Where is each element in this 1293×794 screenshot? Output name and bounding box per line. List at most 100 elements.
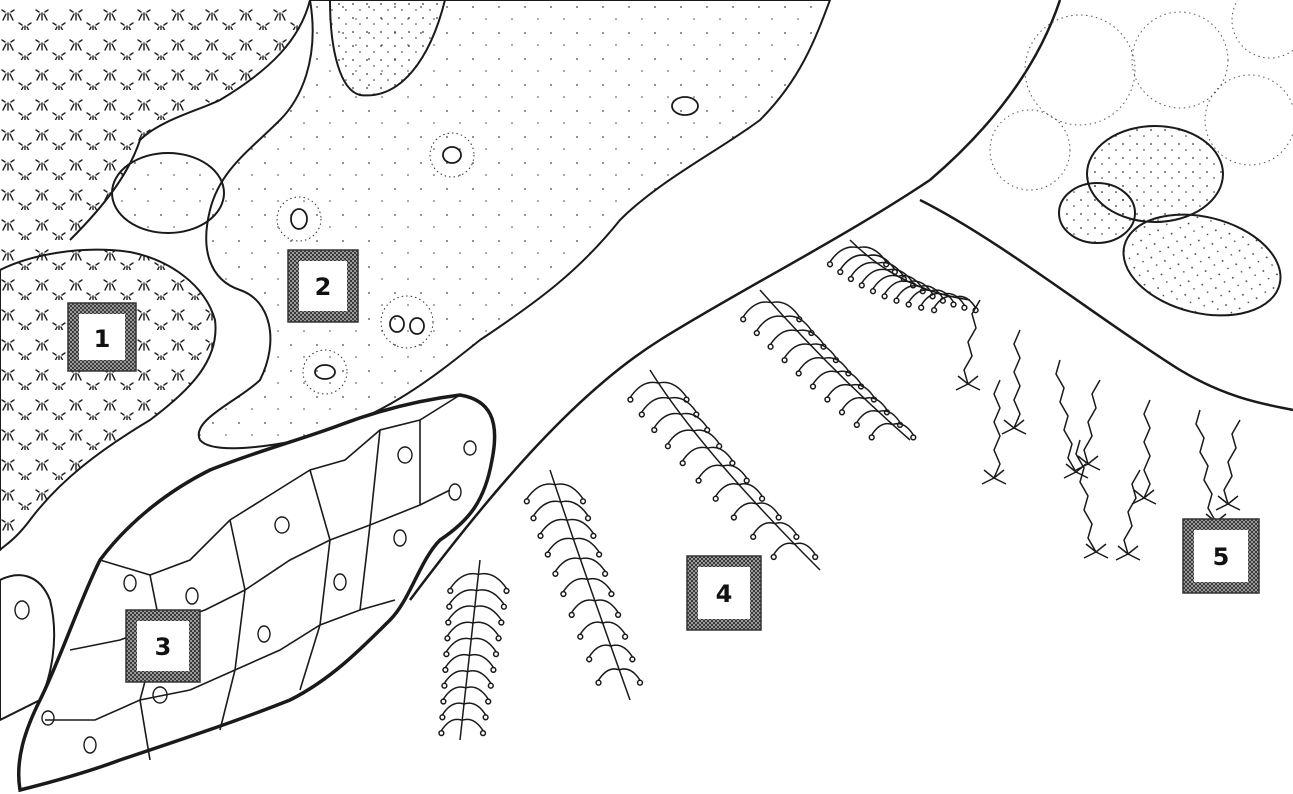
fern-tip [838, 270, 843, 275]
fern-leaflet [824, 358, 849, 371]
fern-tip [531, 516, 536, 521]
fern-leaflet [555, 558, 580, 571]
zone-label-3: 3 [126, 610, 200, 682]
fern-spine [850, 240, 970, 300]
fern-tip [496, 636, 501, 641]
fern-tip [488, 683, 493, 688]
fern-leaflet [753, 523, 775, 535]
fern-tip [440, 715, 445, 720]
fern-tip [591, 534, 596, 539]
fern-tip [545, 552, 550, 557]
fern-leaflet [471, 638, 496, 651]
fern-spine [760, 290, 910, 440]
dendrite-tip [968, 376, 978, 384]
fern-tip [754, 331, 759, 336]
fern-tip [782, 358, 787, 363]
fern-tip [586, 516, 591, 521]
fern-leaflet [771, 330, 798, 344]
fern-leaflet [830, 247, 858, 262]
fern-tip [439, 731, 444, 736]
zone-1-number: 1 [94, 325, 111, 353]
fern-tip [638, 680, 643, 685]
dendrite-tip [1116, 554, 1128, 560]
fern-tip [448, 589, 453, 594]
fern-leaflet [527, 484, 555, 499]
fern-leaflet [468, 671, 491, 683]
dendrite-tip [1216, 504, 1228, 510]
fern-tip [581, 499, 586, 504]
fern-tip [911, 435, 916, 440]
fern-tip [696, 478, 701, 483]
fern-tip [882, 294, 887, 299]
fern-tip [445, 636, 450, 641]
fern-leaflet [683, 447, 708, 460]
fern-leaflet [444, 671, 467, 683]
fern-tip [483, 715, 488, 720]
dendrite-tip [1228, 504, 1240, 510]
fern-tip [825, 397, 830, 402]
dendrite-tip [1088, 464, 1100, 470]
fern-tip [596, 680, 601, 685]
fern-tip [481, 731, 486, 736]
fern-tip [609, 592, 614, 597]
dendrite-trunk [1224, 420, 1240, 504]
fern-tip [859, 283, 864, 288]
fern-leaflet [475, 606, 502, 620]
fern-tip [499, 620, 504, 625]
zone-5-region [956, 0, 1293, 560]
fern-leaflet [716, 484, 739, 496]
fern-tip [894, 298, 899, 303]
fern-leaflet [810, 344, 836, 358]
dendrite-tip [1088, 456, 1098, 464]
fern-leaflet [668, 430, 694, 444]
fern-tip [639, 412, 644, 417]
fern-leaflet [785, 344, 811, 358]
fern-tip [538, 534, 543, 539]
dendrite-trunk [1056, 360, 1076, 472]
dendrite-tip [1002, 428, 1014, 434]
fern-tip [603, 571, 608, 576]
fern-leaflet [842, 398, 864, 410]
fern-leaflet [572, 600, 595, 612]
fern-tip [447, 604, 452, 609]
fern-leaflet [477, 590, 504, 604]
fern-leaflet [473, 622, 499, 636]
fern-leaflet [534, 501, 561, 515]
fern-leaflet [771, 302, 799, 317]
fern-tip [553, 571, 558, 576]
fern-leaflet [775, 523, 797, 535]
fern-leaflet [478, 574, 506, 589]
fern-tip [932, 308, 937, 313]
zone-2-number: 2 [315, 273, 332, 301]
dendrite-tip [1228, 496, 1238, 504]
fern-leaflet [799, 358, 824, 371]
fern-leaflet [872, 424, 893, 435]
dendrite-tip [1144, 498, 1156, 504]
fern-spine [550, 470, 630, 700]
fern-leaflet [873, 276, 898, 289]
dendrite-tip [982, 478, 994, 484]
fern-tip [751, 535, 756, 540]
dendrite-tip [1014, 428, 1026, 434]
fern-tip [587, 657, 592, 662]
fern-tip [906, 302, 911, 307]
fern-tip [680, 461, 685, 466]
fern-tip [486, 699, 491, 704]
fern-tip [494, 652, 499, 657]
zone-label-5: 5 [1183, 519, 1259, 593]
fern-leaflet [723, 465, 747, 478]
zone-label-4: 4 [687, 556, 761, 630]
fern-leaflet [450, 574, 478, 589]
dendrite-tip [1128, 546, 1138, 554]
fern-tip [840, 410, 845, 415]
fern-tip [628, 397, 633, 402]
zone-5-number: 5 [1213, 543, 1230, 571]
fern-tip [504, 589, 509, 594]
dendrite-trunk [1124, 470, 1140, 554]
dendrite-trunk [1196, 410, 1216, 522]
fern-branches [439, 240, 978, 740]
fern-leaflet [739, 484, 762, 496]
fern-tip [597, 552, 602, 557]
fern-leaflet [851, 263, 878, 277]
